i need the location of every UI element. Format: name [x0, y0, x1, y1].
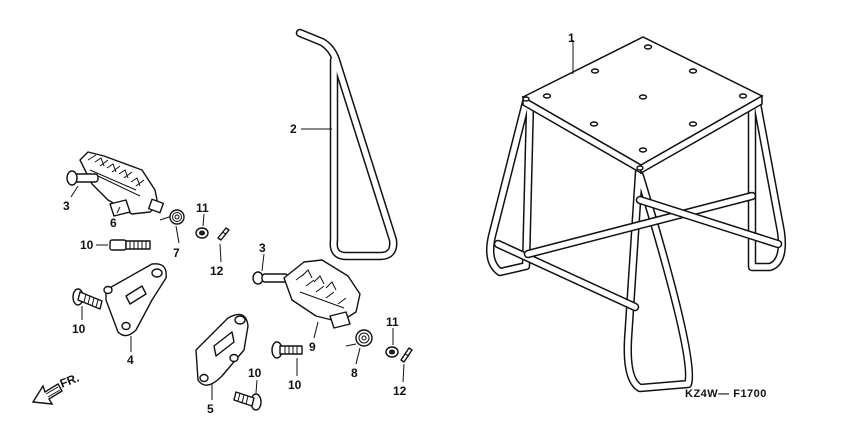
bolt-10-d: [233, 391, 262, 411]
bolt-10-c: [271, 341, 303, 359]
spring-7-left: [159, 209, 185, 225]
front-direction-arrow: FR.: [31, 371, 81, 405]
bolt-10-b: [72, 288, 103, 310]
stand: 1: [486, 31, 787, 393]
right-footpeg-assembly: 3 9 8 11 12: [195, 241, 413, 416]
nut-11-left: [195, 227, 209, 239]
cotter-pin-12-right: [400, 347, 413, 363]
triangle-frame: 2: [290, 28, 398, 261]
callout-6: 6: [110, 216, 117, 230]
front-label: FR.: [58, 371, 81, 391]
callout-2: 2: [290, 122, 297, 136]
callout-4: 4: [127, 353, 134, 367]
callout-3-left: 3: [63, 199, 70, 213]
cotter-pin-12-left: [217, 227, 230, 241]
diagram-code: KZ4W— F1700: [685, 388, 767, 400]
footpeg-6: [79, 151, 165, 217]
callout-1: 1: [568, 31, 575, 45]
bracket-4: [103, 263, 167, 337]
pin-3-left: [66, 170, 99, 186]
callout-12-left: 12: [210, 264, 224, 278]
spring-8-right: [345, 329, 373, 347]
stand-top-plate: [521, 36, 764, 175]
callout-10-a: 10: [80, 238, 94, 252]
callout-8: 8: [351, 366, 358, 380]
stand-frame: [486, 97, 787, 393]
callout-9: 9: [309, 340, 316, 354]
callout-10-b: 10: [72, 322, 86, 336]
callout-7-left: 7: [173, 246, 180, 260]
callout-11-right: 11: [386, 315, 399, 329]
pin-3-right: [252, 271, 289, 285]
callout-12-right: 12: [393, 384, 407, 398]
stand-bolts: [522, 44, 748, 171]
bracket-5: [195, 313, 249, 386]
callout-3-right: 3: [259, 241, 266, 255]
bolt-10-a: [109, 239, 151, 251]
left-footpeg-assembly: 3 6 7 11 12 10 10: [63, 151, 230, 367]
callout-5: 5: [207, 402, 214, 416]
footpeg-9: [283, 259, 361, 329]
callout-10-d: 10: [248, 366, 262, 380]
nut-11-right: [385, 346, 399, 358]
callout-10-c: 10: [288, 378, 302, 392]
callout-11-left: 11: [196, 201, 209, 215]
